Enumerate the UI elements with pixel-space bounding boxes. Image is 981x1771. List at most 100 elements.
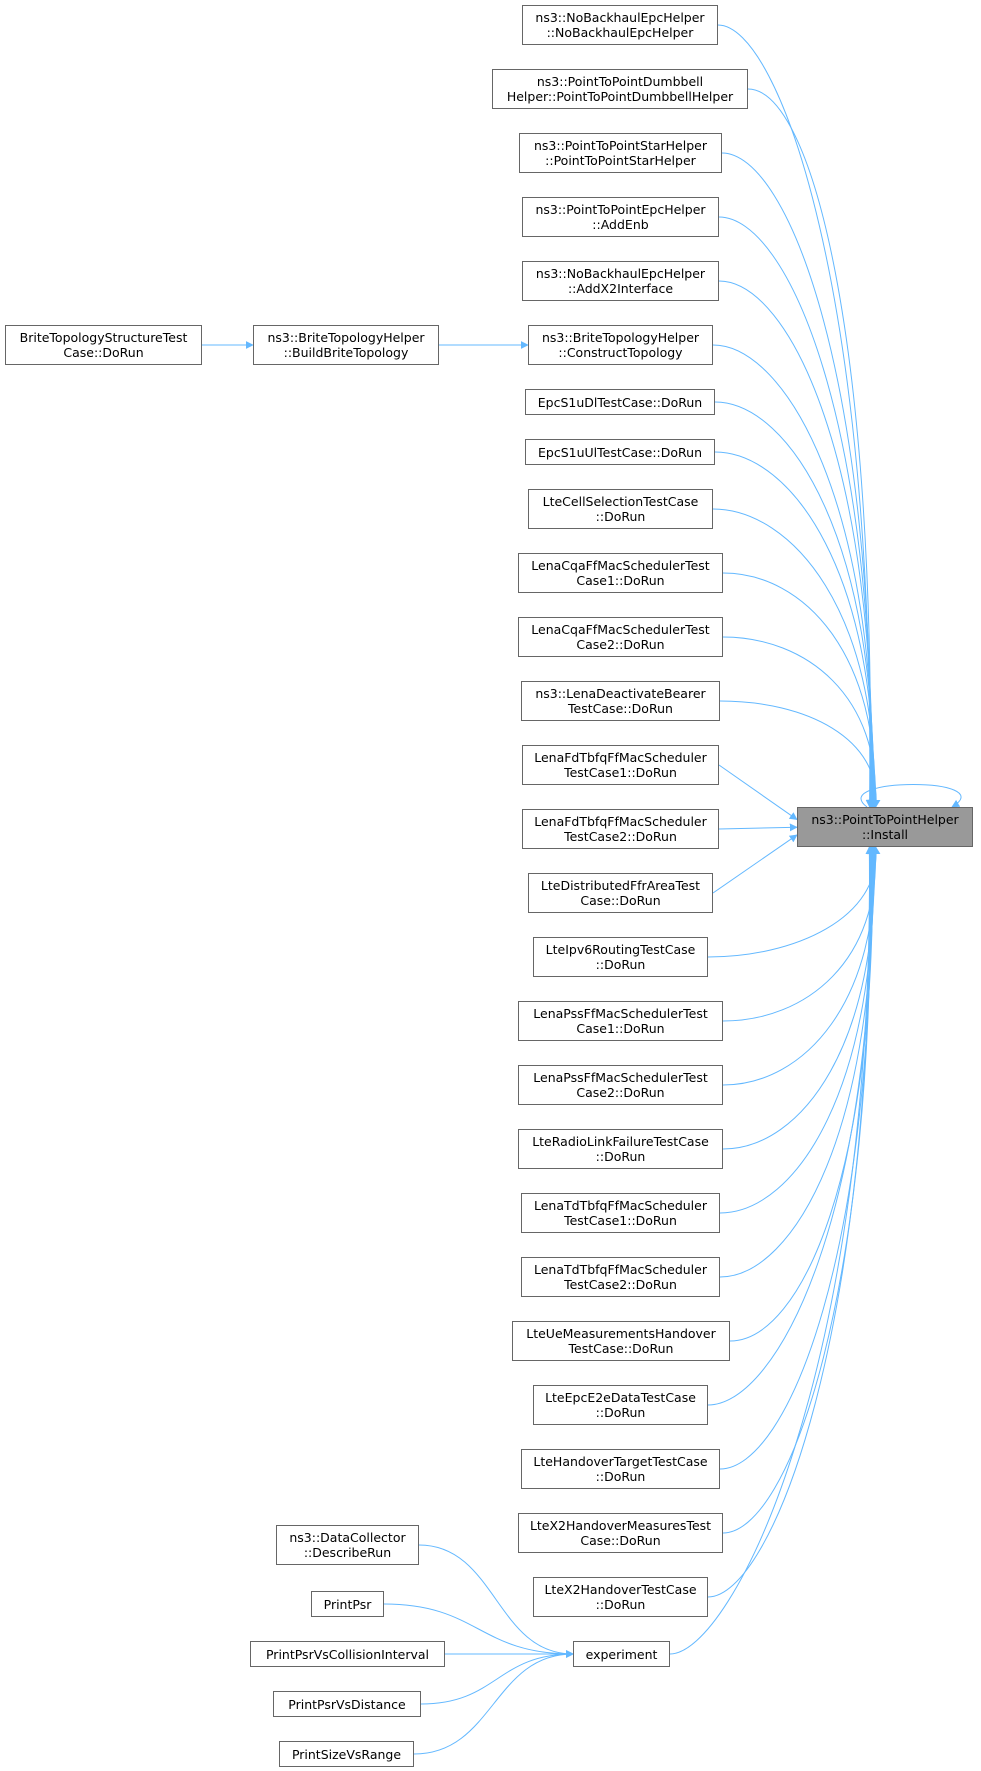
edge-n14-to-target: [718, 823, 798, 832]
node-ns3-pointtopointepchelper-addenb[interactable]: ns3::PointToPointEpcHelper::AddEnb: [522, 197, 719, 237]
node-label: ns3::PointToPointStarHelper::PointToPoin…: [534, 138, 707, 168]
node-label-line: TestCase2::DoRun: [564, 1277, 677, 1292]
node-label-line: ::DoRun: [595, 957, 646, 972]
node-label: LteRadioLinkFailureTestCase::DoRun: [532, 1134, 709, 1164]
node-label: LteCellSelectionTestCase::DoRun: [543, 494, 699, 524]
node-printpsr[interactable]: PrintPsr: [311, 1591, 384, 1617]
node-ns3-britetopologyhelper-buildbritetopology[interactable]: ns3::BriteTopologyHelper::BuildBriteTopo…: [253, 325, 439, 365]
node-lteipv6routingtestcase-dorun[interactable]: LteIpv6RoutingTestCase::DoRun: [533, 937, 708, 977]
node-label-line: ns3::NoBackhaulEpcHelper: [535, 266, 706, 281]
node-label-line: Case::DoRun: [580, 1533, 661, 1548]
node-label-line: ns3::PointToPointStarHelper: [533, 138, 707, 153]
node-label-line: ns3::BriteTopologyHelper: [267, 330, 425, 345]
node-label: ns3::BriteTopologyHelper::ConstructTopol…: [542, 330, 699, 360]
node-label-line: ns3::PointToPointHelper: [811, 812, 959, 827]
edge-n25-to-target: [722, 846, 875, 1534]
node-label-line: TestCase::DoRun: [568, 701, 673, 716]
edge-psr-to-exp: [383, 1603, 574, 1658]
node-label: ns3::PointToPointHelper::Install: [811, 812, 958, 842]
edge-n11-to-target: [722, 636, 880, 808]
node-label-line: ns3::DataCollector: [289, 1530, 406, 1545]
node-label-line: EpcS1uUlTestCase::DoRun: [537, 444, 702, 460]
node-label-line: ::DoRun: [595, 1405, 646, 1420]
node-label: EpcS1uDlTestCase::DoRun: [538, 395, 702, 410]
node-label: ns3::BriteTopologyHelper::BuildBriteTopo…: [267, 330, 424, 360]
node-experiment[interactable]: experiment: [573, 1641, 670, 1667]
node-label-line: LenaFdTbfqFfMacScheduler: [534, 750, 707, 765]
node-lteradiolinkfailuretestcase-dorun[interactable]: LteRadioLinkFailureTestCase::DoRun: [518, 1129, 723, 1169]
node-epcs1udltestcase-dorun[interactable]: EpcS1uDlTestCase::DoRun: [525, 389, 715, 415]
node-label: experiment: [586, 1647, 658, 1662]
node-lteepce2edatatestcase-dorun[interactable]: LteEpcE2eDataTestCase::DoRun: [533, 1385, 708, 1425]
node-label-line: LteCellSelectionTestCase: [542, 494, 699, 509]
node-ns3-nobackhaulepchelper-addx2interface[interactable]: ns3::NoBackhaulEpcHelper::AddX2Interface: [522, 261, 719, 301]
node-label-line: ::DoRun: [595, 1469, 646, 1484]
node-printpsrvscollisioninterval[interactable]: PrintPsrVsCollisionInterval: [250, 1641, 445, 1667]
node-label-line: LteEpcE2eDataTestCase: [545, 1390, 696, 1405]
edge-n10-to-target: [722, 572, 879, 808]
node-epcs1uultestcase-dorun[interactable]: EpcS1uUlTestCase::DoRun: [525, 439, 715, 465]
node-label: ns3::DataCollector::DescribeRun: [289, 1530, 405, 1560]
node-label: LteEpcE2eDataTestCase::DoRun: [545, 1390, 696, 1420]
node-label-line: LenaFdTbfqFfMacScheduler: [534, 814, 707, 829]
node-label-line: ns3::BriteTopologyHelper: [541, 330, 700, 345]
node-label-line: BriteTopologyStructureTest: [19, 330, 188, 345]
node-ns3-britetopologyhelper-constructtopology[interactable]: ns3::BriteTopologyHelper::ConstructTopol…: [528, 325, 713, 365]
node-ltex2handovertestcase-dorun[interactable]: LteX2HandoverTestCase::DoRun: [533, 1577, 708, 1617]
node-label: EpcS1uUlTestCase::DoRun: [538, 445, 702, 460]
node-label-line: LenaPssFfMacSchedulerTest: [533, 1006, 708, 1021]
node-label: LteX2HandoverTestCase::DoRun: [544, 1582, 696, 1612]
edge-n1-to-target: [717, 24, 874, 808]
node-label-line: PrintPsrVsCollisionInterval: [265, 1646, 429, 1662]
edge-n9-to-target: [712, 508, 879, 808]
node-label: ns3::PointToPointEpcHelper::AddEnb: [535, 202, 705, 232]
node-ns3-datacollector-describerun[interactable]: ns3::DataCollector::DescribeRun: [276, 1525, 419, 1565]
node-label-line: LteX2HandoverMeasuresTest: [529, 1518, 712, 1533]
node-label-line: ns3::LenaDeactivateBearer: [535, 686, 706, 701]
edge-n16-to-target: [707, 846, 881, 958]
node-ltehandovertargettestcase-dorun[interactable]: LteHandoverTargetTestCase::DoRun: [521, 1449, 720, 1489]
node-label-line: LenaPssFfMacSchedulerTest: [533, 1070, 708, 1085]
node-label-line: LenaTdTbfqFfMacScheduler: [534, 1262, 707, 1277]
node-label-line: Case::DoRun: [580, 893, 661, 908]
node-label: LteHandoverTargetTestCase::DoRun: [533, 1454, 707, 1484]
node-ns3-pointtopointstarhelper-pointtopointstarhelper[interactable]: ns3::PointToPointStarHelper::PointToPoin…: [519, 133, 722, 173]
node-label-line: experiment: [585, 1646, 658, 1662]
node-label: ns3::NoBackhaulEpcHelper::NoBackhaulEpcH…: [535, 10, 704, 40]
edge-n2-to-target: [747, 88, 875, 808]
edge-n23-to-target: [707, 846, 876, 1406]
node-label: PrintPsrVsDistance: [288, 1697, 405, 1712]
node-label-line: LenaCqaFfMacSchedulerTest: [531, 622, 710, 637]
edge-n12-to-target: [719, 700, 881, 808]
node-label-line: TestCase2::DoRun: [564, 829, 677, 844]
node-printsizevsrange[interactable]: PrintSizeVsRange: [279, 1741, 414, 1767]
edge-n26-to-target: [707, 846, 874, 1598]
node-ltecellselectiontestcase-dorun[interactable]: LteCellSelectionTestCase::DoRun: [528, 489, 713, 529]
node-printpsrvsdistance[interactable]: PrintPsrVsDistance: [273, 1691, 421, 1717]
edge-size_r-to-exp: [413, 1650, 574, 1755]
node-ns3-nobackhaulepchelper-nobackhaulepchelper[interactable]: ns3::NoBackhaulEpcHelper::NoBackhaulEpcH…: [522, 5, 718, 45]
